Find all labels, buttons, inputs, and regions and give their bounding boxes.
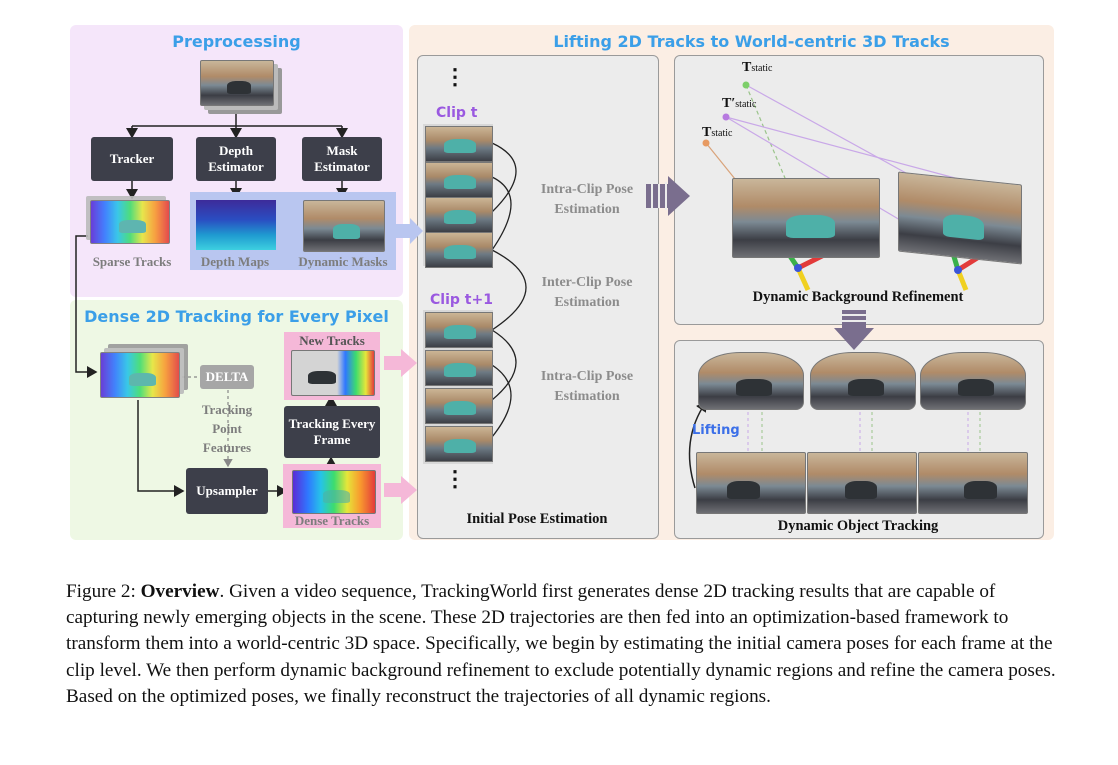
point-cloud-1 bbox=[698, 352, 804, 410]
intra-clip-label-1: Intra-Clip Pose Estimation bbox=[540, 182, 634, 218]
dynamic-mask-image bbox=[303, 200, 385, 252]
ellipsis-bottom: ⋮ bbox=[444, 466, 466, 491]
t-static-2: Tstatic bbox=[702, 125, 733, 140]
figure-caption: Figure 2: Overview. Given a video sequen… bbox=[66, 579, 1056, 710]
depth-maps-label: Depth Maps bbox=[200, 254, 270, 269]
depth-map-image bbox=[196, 200, 276, 250]
refinement-frame-2 bbox=[898, 171, 1022, 265]
initial-pose-title: Initial Pose Estimation bbox=[466, 511, 608, 527]
refinement-frame-1 bbox=[732, 178, 880, 258]
sparse-tracks-label: Sparse Tracks bbox=[92, 254, 172, 269]
t-static-1: Tstatic bbox=[742, 60, 773, 75]
ellipsis-top: ⋮ bbox=[444, 64, 466, 89]
point-cloud-2 bbox=[810, 352, 916, 410]
t-static-prime: T′static bbox=[722, 96, 757, 111]
flow-arrow-new-tracks bbox=[384, 349, 417, 377]
new-tracks-label: New Tracks bbox=[299, 333, 365, 348]
preprocessing-title: Preprocessing bbox=[172, 32, 301, 51]
point-cloud-3 bbox=[920, 352, 1026, 410]
upsampler-box: Upsampler bbox=[186, 468, 268, 514]
dynamic-masks-label: Dynamic Masks bbox=[298, 254, 388, 269]
dense-tracks-label: Dense Tracks bbox=[294, 513, 370, 528]
delta-box: DELTA bbox=[200, 365, 254, 389]
object-frames-strip bbox=[696, 452, 1028, 514]
caption-bold: Overview bbox=[140, 581, 220, 602]
clip-t1-label: Clip t+1 bbox=[430, 292, 493, 308]
input-video-frames bbox=[200, 60, 274, 106]
clip-t-frames bbox=[423, 124, 493, 268]
lifting-title: Lifting 2D Tracks to World-centric 3D Tr… bbox=[553, 32, 950, 51]
lifting-label: Lifting bbox=[692, 423, 740, 438]
flow-arrow-to-object bbox=[834, 310, 874, 350]
dense-input-image bbox=[100, 352, 180, 398]
tracking-every-frame-box: Tracking Every Frame bbox=[284, 406, 380, 458]
depth-estimator-box: Depth Estimator bbox=[196, 137, 276, 181]
caption-prefix: Figure 2: bbox=[66, 581, 141, 602]
tracking-point-features-label: Tracking Point Features bbox=[201, 402, 253, 455]
intra-clip-label-2: Intra-Clip Pose Estimation bbox=[540, 369, 634, 405]
clip-t1-frames bbox=[423, 310, 493, 464]
flow-arrow-to-refinement bbox=[646, 176, 690, 216]
tracker-box: Tracker bbox=[91, 137, 173, 181]
flow-arrow-preprocessing bbox=[396, 218, 423, 244]
dense-tracks-image bbox=[292, 470, 376, 514]
dense-tracking-title: Dense 2D Tracking for Every Pixel bbox=[84, 307, 389, 326]
dynamic-obj-title: Dynamic Object Tracking bbox=[777, 518, 939, 534]
flow-arrow-dense-tracks bbox=[384, 476, 417, 504]
sparse-tracks-image bbox=[90, 200, 170, 244]
new-tracks-image bbox=[291, 350, 375, 396]
caption-text: . Given a video sequence, TrackingWorld … bbox=[66, 581, 1056, 707]
mask-estimator-box: Mask Estimator bbox=[302, 137, 382, 181]
clip-t-label: Clip t bbox=[436, 105, 478, 121]
inter-clip-label: Inter-Clip Pose Estimation bbox=[541, 275, 633, 311]
dynamic-bg-title: Dynamic Background Refinement bbox=[752, 289, 964, 305]
